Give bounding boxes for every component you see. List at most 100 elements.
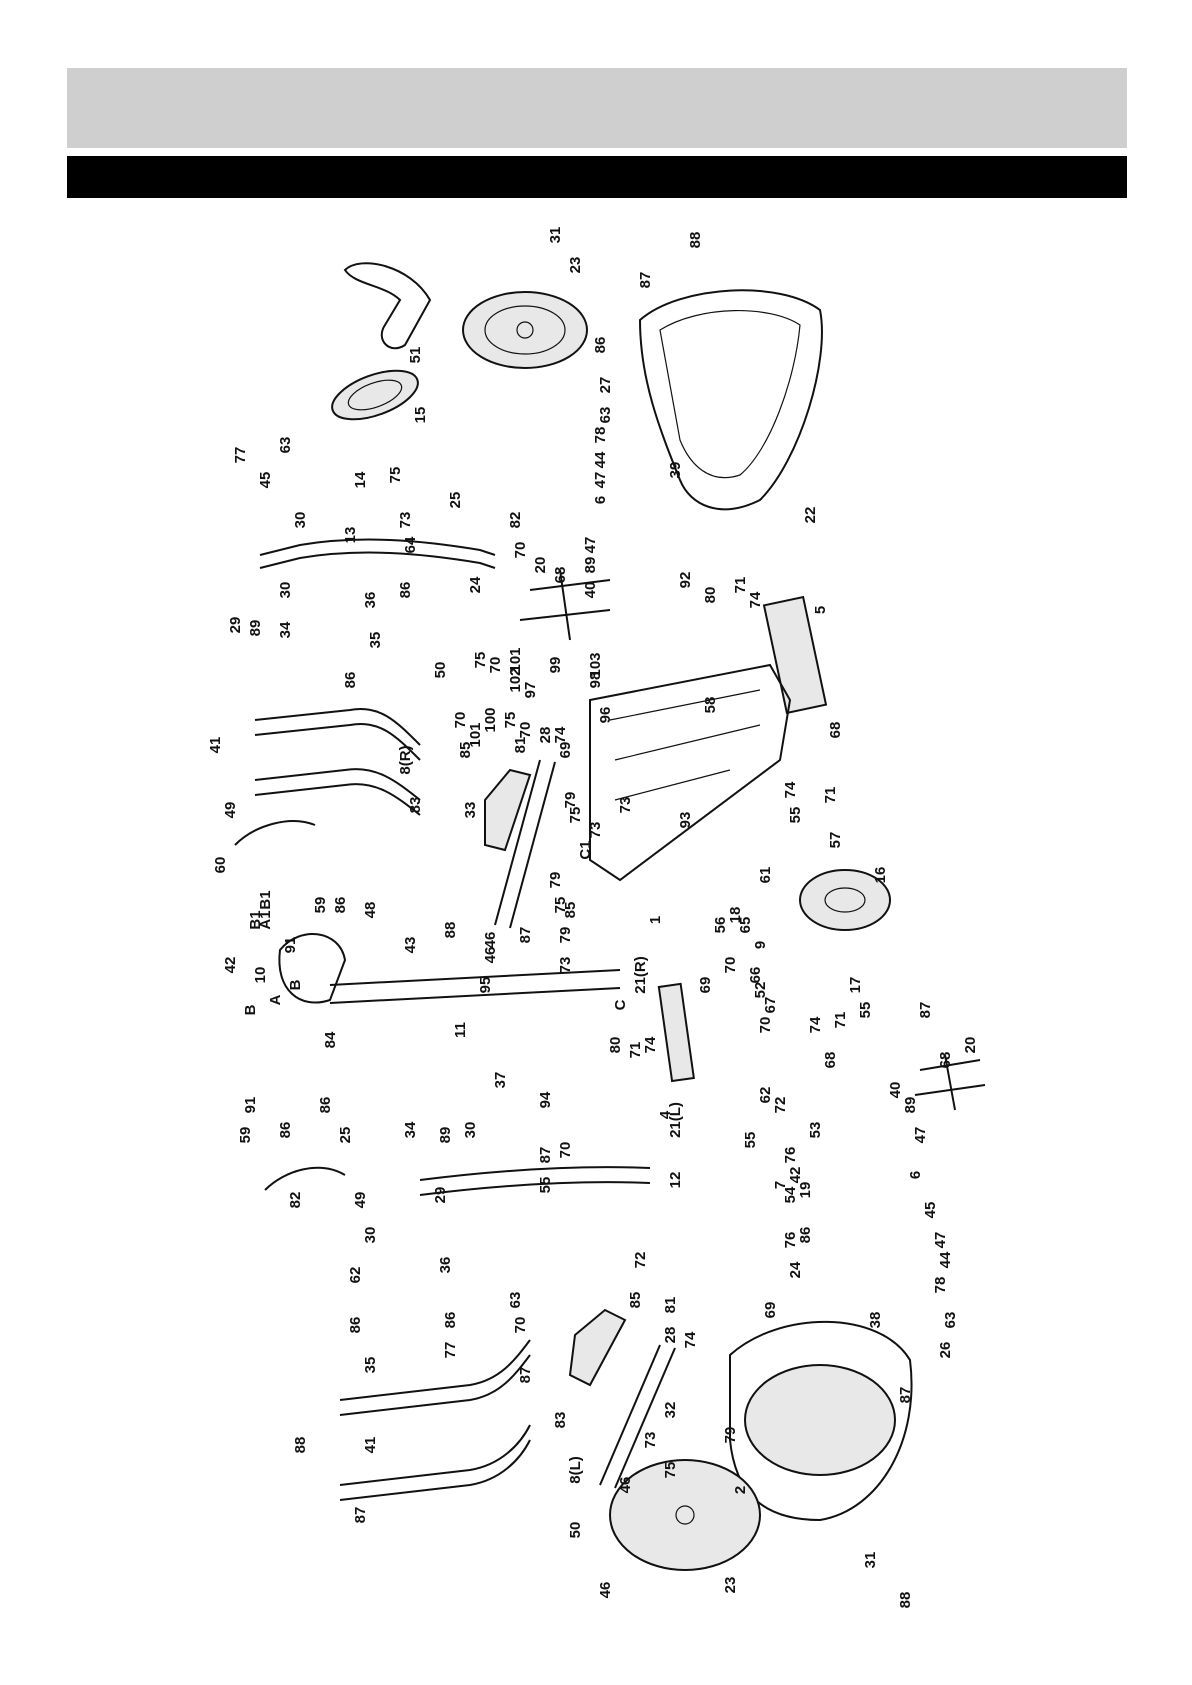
part-label: 45: [257, 472, 274, 489]
part-label: 68: [937, 1052, 954, 1069]
part-label: 47: [932, 1232, 949, 1249]
part-label: 9: [752, 941, 769, 949]
part-label: 66: [747, 967, 764, 984]
part-label: 17: [847, 977, 864, 994]
part-label: 69: [557, 742, 574, 759]
part-label: 70: [452, 712, 469, 729]
header-bar: [67, 68, 1127, 148]
part-label: 63: [277, 437, 294, 454]
part-label: 55: [742, 1132, 759, 1149]
part-label: 6: [907, 1171, 924, 1179]
part-label: 26: [937, 1342, 954, 1359]
part-label: 20: [532, 557, 549, 574]
part-label: 2: [732, 1486, 749, 1494]
part-label: 76: [782, 1232, 799, 1249]
part-label: 73: [587, 822, 604, 839]
part-label: 80: [702, 587, 719, 604]
part-label: 70: [757, 1017, 774, 1034]
part-label: 29: [432, 1187, 449, 1204]
part-label: 40: [887, 1082, 904, 1099]
part-label: 22: [802, 507, 819, 524]
part-label: 89: [902, 1097, 919, 1114]
part-label: 86: [592, 337, 609, 354]
part-label: 102: [507, 667, 524, 692]
part-label: 55: [537, 1177, 554, 1194]
part-label: B: [287, 979, 304, 990]
pedal-arm-right-part: [494, 759, 541, 926]
part-label: 54: [782, 1186, 799, 1203]
part-label: 30: [292, 512, 309, 529]
handle-tube-left-part: [339, 1339, 531, 1401]
part-label: 78: [592, 427, 609, 444]
part-label: 36: [437, 1257, 454, 1274]
part-label: 88: [687, 232, 704, 249]
handle-tube-50-left-part: [339, 1424, 531, 1486]
part-label: 68: [822, 1052, 839, 1069]
part-label: 16: [872, 867, 889, 884]
part-label: 44: [937, 1251, 954, 1268]
pulley-part: [331, 369, 419, 421]
part-label: 69: [762, 1302, 779, 1319]
part-label: 11: [452, 1022, 469, 1038]
main-frame-part: [589, 663, 792, 882]
part-label: 82: [287, 1192, 304, 1209]
part-label: 63: [507, 1292, 524, 1309]
part-label: 50: [432, 662, 449, 679]
part-label: 56: [712, 917, 729, 934]
part-label: 85: [627, 1292, 644, 1309]
part-label: 57: [827, 832, 844, 849]
part-label: 73: [617, 797, 634, 814]
part-label: 47: [592, 472, 609, 489]
part-label: 36: [362, 592, 379, 609]
part-label: 101: [467, 722, 484, 747]
part-label: 41: [207, 737, 224, 754]
part-label: 79: [557, 927, 574, 944]
part-label: 46: [597, 1582, 614, 1599]
part-label: 60: [212, 857, 229, 874]
part-label: 6: [592, 496, 609, 504]
part-label: 25: [337, 1127, 354, 1144]
part-label: 101: [507, 647, 524, 672]
title-bar: [67, 156, 1127, 198]
part-label: 86: [442, 1312, 459, 1329]
crank-wheel-part: [799, 869, 891, 931]
part-label: 61: [757, 867, 774, 884]
bracket-20-part: [519, 569, 611, 641]
part-label: 91: [242, 1097, 259, 1114]
part-label: 79: [562, 792, 579, 809]
part-label: 86: [397, 582, 414, 599]
part-label: 87: [352, 1507, 369, 1524]
part-label: 78: [932, 1277, 949, 1294]
part-label: 10: [252, 967, 269, 984]
part-label: 81: [662, 1297, 679, 1314]
part-label: B1: [247, 910, 264, 929]
part-label: 89: [582, 557, 599, 574]
part-label: 37: [492, 1072, 509, 1089]
part-label: 41: [362, 1437, 379, 1454]
part-label: B1: [257, 890, 274, 909]
part-label: 48: [362, 902, 379, 919]
part-label: 81: [512, 737, 529, 754]
part-label: C1: [577, 840, 594, 859]
part-label: 18: [727, 907, 744, 924]
part-label: 49: [352, 1192, 369, 1209]
part-label: 13: [342, 527, 359, 544]
part-label: 27: [597, 377, 614, 394]
part-label: 55: [787, 807, 804, 824]
part-label: 72: [632, 1252, 649, 1269]
part-label: 95: [477, 977, 494, 994]
part-label: 31: [547, 227, 564, 244]
part-label: 12: [667, 1172, 684, 1189]
part-label: 52: [752, 982, 769, 999]
part-label: 25: [447, 492, 464, 509]
part-label: 85: [562, 902, 579, 919]
handle-tube-50-part: [254, 768, 421, 801]
part-label: 59: [312, 897, 329, 914]
part-label: 84: [322, 1031, 339, 1048]
part-label: 53: [807, 1122, 824, 1139]
part-label: 28: [662, 1327, 679, 1344]
part-label: 71: [822, 787, 839, 804]
part-label: 86: [277, 1122, 294, 1139]
